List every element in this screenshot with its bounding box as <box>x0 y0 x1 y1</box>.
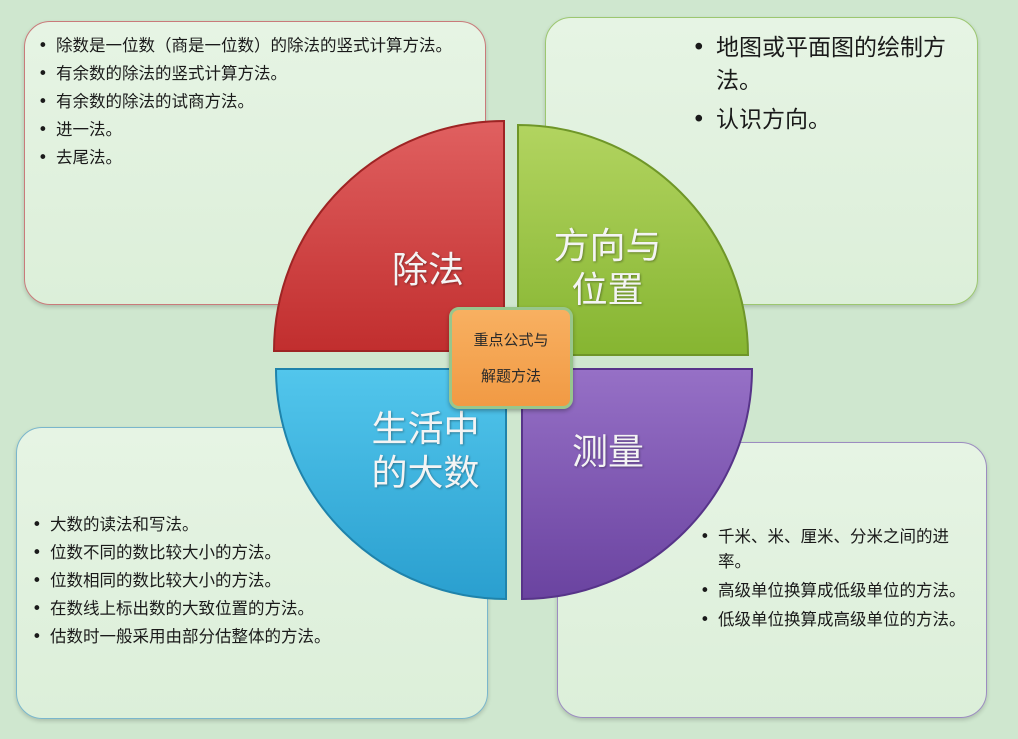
list-item: 位数相同的数比较大小的方法。 <box>28 569 358 593</box>
division-bullet-list: 除数是一位数（商是一位数）的除法的竖式计算方法。 有余数的除法的竖式计算方法。 … <box>34 34 474 174</box>
list-item: 千米、米、厘米、分米之间的进率。 <box>696 524 981 574</box>
quadrant-label-measurement: 测量 <box>571 432 644 473</box>
list-item: 在数线上标出数的大致位置的方法。 <box>28 597 358 621</box>
measurement-bullet-list: 千米、米、厘米、分米之间的进率。 高级单位换算成低级单位的方法。 低级单位换算成… <box>696 524 981 636</box>
center-title-line1: 重点公式与 <box>473 331 549 349</box>
list-item: 估数时一般采用由部分估整体的方法。 <box>28 625 358 649</box>
list-item: 低级单位换算成高级单位的方法。 <box>696 607 981 632</box>
list-item: 地图或平面图的绘制方法。 <box>690 32 975 98</box>
direction-position-bullet-list: 地图或平面图的绘制方法。 认识方向。 <box>690 32 975 143</box>
quadrant-label-direction-position: 方向与 位置 <box>553 226 662 311</box>
list-item: 位数不同的数比较大小的方法。 <box>28 541 358 565</box>
list-item: 认识方向。 <box>690 104 975 137</box>
large-numbers-bullet-list: 大数的读法和写法。 位数不同的数比较大小的方法。 位数相同的数比较大小的方法。 … <box>28 513 358 653</box>
list-item: 进一法。 <box>34 118 474 142</box>
list-item: 大数的读法和写法。 <box>28 513 358 537</box>
list-item: 高级单位换算成低级单位的方法。 <box>696 578 981 603</box>
list-item: 除数是一位数（商是一位数）的除法的竖式计算方法。 <box>34 34 474 58</box>
list-item: 去尾法。 <box>34 146 474 170</box>
list-item: 有余数的除法的竖式计算方法。 <box>34 62 474 86</box>
quadrant-label-division: 除法 <box>391 250 464 291</box>
quadrant-label-large-numbers: 生活中 的大数 <box>371 409 480 494</box>
center-title-line2: 解题方法 <box>480 367 541 385</box>
quadrant-direction-position <box>517 123 750 356</box>
list-item: 有余数的除法的试商方法。 <box>34 90 474 114</box>
quadrant-measurement <box>521 368 754 601</box>
center-title-box: 重点公式与 解题方法 <box>449 307 573 409</box>
